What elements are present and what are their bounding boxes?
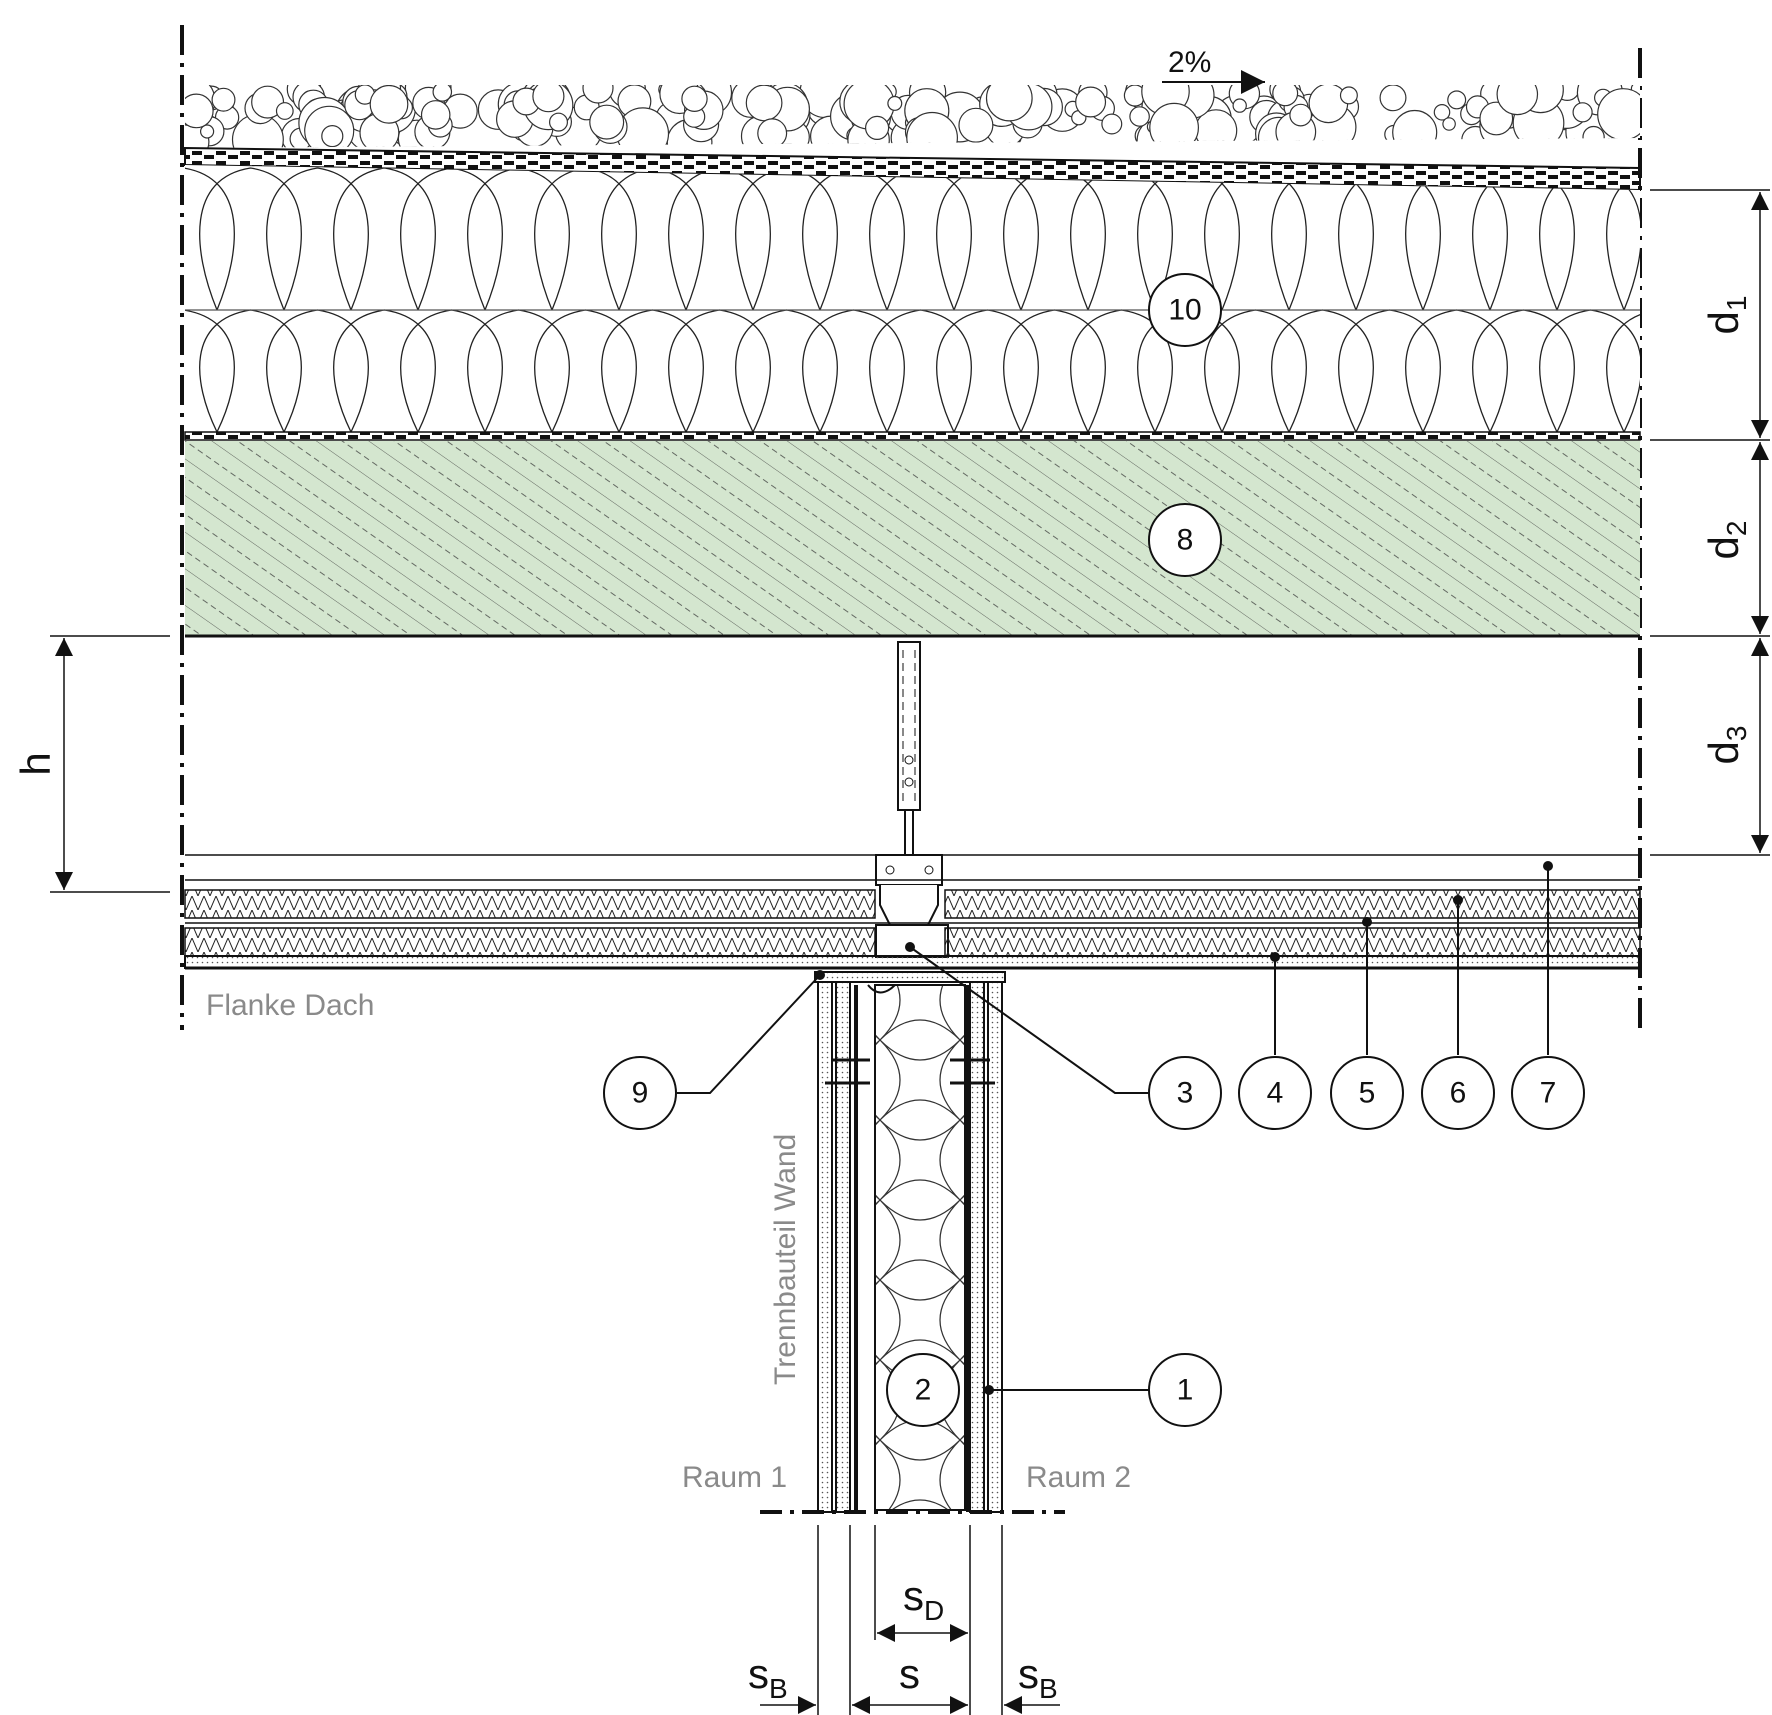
gravel-stone [1075,86,1107,118]
gravel-stone [1339,86,1358,105]
gravel-stone [200,124,215,139]
room-2-label: Raum 2 [1026,1461,1131,1494]
vapour-barrier [184,431,1641,441]
gravel-stone [906,111,958,148]
callout-8: 8 [1148,503,1222,577]
gravel-stone [582,85,614,104]
dim-sD: sD [903,1572,944,1626]
callout-10: 10 [1148,273,1222,347]
insulation-lobe [266,167,369,311]
gravel-stone [420,100,451,130]
gravel-stone [1272,85,1299,107]
dim-sB-left: sB [748,1650,788,1704]
insulation-lobe [1606,309,1640,432]
svg-text:3: 3 [1177,1077,1194,1110]
gravel-stone [251,85,285,119]
dim-d2: d2 [1700,521,1752,560]
svg-text:9: 9 [632,1077,649,1110]
right-dimension-chain [1650,189,1770,856]
gravel-stone [1379,85,1407,112]
leader-dots [815,861,1553,1395]
flank-roof-label: Flanke Dach [206,989,374,1022]
callout-3: 3 [1148,1056,1222,1130]
callout-9: 9 [603,1056,677,1130]
gravel-stone [589,104,625,140]
callout-7: 7 [1511,1056,1585,1130]
roof-insulation-layer [185,165,1640,432]
svg-text:7: 7 [1540,1077,1557,1110]
gravel-stone [681,85,708,113]
insulation-lobe [199,167,302,311]
gravel-stone [1496,85,1539,116]
gravel-stone [1392,109,1438,148]
gravel-stone [275,102,294,120]
callout-5: 5 [1330,1056,1404,1130]
gravel-stone [887,95,903,111]
dim-sB-right: sB [1018,1650,1058,1704]
dim-s: s [899,1650,920,1697]
gravel-stone [432,85,453,102]
dim-h: h [12,752,59,775]
slope-label: 2% [1168,46,1211,79]
svg-text:10: 10 [1168,294,1201,327]
svg-text:4: 4 [1267,1077,1284,1110]
insulation-lobe [185,167,235,311]
gravel-stone [1447,90,1467,110]
gravel-stone [321,125,344,148]
gravel-stone [1149,102,1199,148]
gravel-stone [1289,103,1313,127]
gravel-stone [1582,125,1605,148]
gravel-stone [745,85,783,122]
gravel-stone [1433,104,1451,121]
gravel-stone [185,93,214,129]
gravel-stone [1101,113,1123,135]
bottom-dimensions [760,1525,1060,1715]
gravel-stone [757,118,788,148]
gravel-stone [369,85,409,124]
ceiling-hanger [875,641,949,958]
svg-text:1: 1 [1177,1374,1194,1407]
leader-lines [677,866,1549,1391]
concrete-hatch [185,441,1640,636]
gravel-stone [1129,106,1150,127]
dim-d1: d1 [1700,296,1752,335]
svg-text:6: 6 [1450,1077,1467,1110]
callout-6: 6 [1421,1056,1495,1130]
gravel-stone [1232,98,1247,113]
gravel-stone [532,85,565,113]
gravel-stone [985,85,1033,122]
insulation-lobe [1606,167,1640,311]
dim-d3: d3 [1700,726,1752,765]
svg-text:5: 5 [1359,1077,1376,1110]
gravel-stone [864,115,890,141]
callout-1: 1 [1148,1353,1222,1427]
separating-wall [814,971,1006,1513]
separating-wall-label: Trennbauteil Wand [769,1134,802,1385]
gravel-stone [1442,117,1456,131]
left-dimension-h [50,635,170,893]
svg-text:2: 2 [915,1374,932,1407]
room-1-label: Raum 1 [682,1461,787,1494]
gravel-stone [211,87,236,112]
callout-2: 2 [886,1353,960,1427]
callout-4: 4 [1238,1056,1312,1130]
gravel-stone [1572,102,1593,123]
gravel-layer [185,85,1640,148]
gravel-stone [548,112,568,132]
insulation-lobe [185,309,235,432]
gravel-stone [958,107,994,143]
svg-text:8: 8 [1177,524,1194,557]
